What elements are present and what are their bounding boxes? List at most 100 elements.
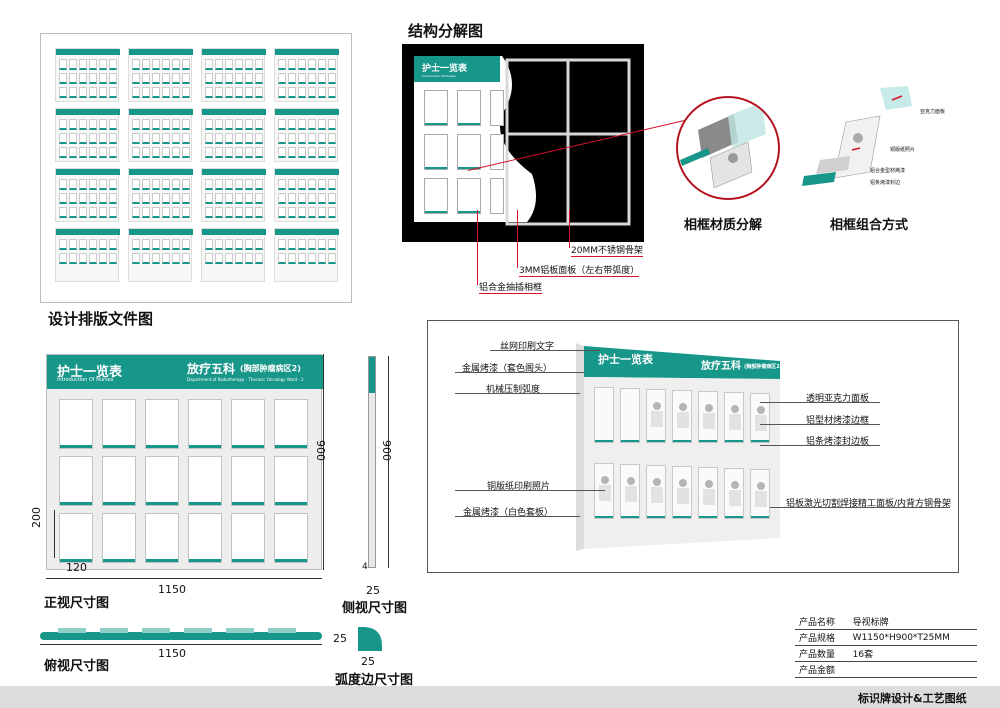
layout-thumb-frame — [328, 133, 336, 144]
layout-thumb-frame — [69, 207, 77, 218]
layout-thumb-frame — [172, 59, 180, 70]
layout-thumb-frame — [308, 119, 316, 130]
layout-thumb-frame — [215, 73, 223, 84]
layout-thumb-frame — [99, 253, 107, 264]
front-frame-stripe — [232, 502, 264, 505]
layout-thumb-frame — [152, 59, 160, 70]
structure-board-subtitle: Introduction Of Nurses — [422, 74, 456, 78]
layout-thumb-frame — [318, 147, 326, 158]
layout-thumb-frame — [79, 193, 87, 204]
layout-thumb-frame — [245, 119, 253, 130]
layout-thumb-frame — [245, 59, 253, 70]
dim-width-line — [46, 578, 322, 579]
layout-thumb-frame — [79, 253, 87, 264]
layout-thumb-frame — [152, 207, 160, 218]
front-frame-stripe — [275, 445, 307, 448]
steel-grid — [505, 58, 631, 226]
layout-thumb-frame — [225, 87, 233, 98]
layout-thumb-frame — [298, 119, 306, 130]
render-photo-body — [729, 414, 741, 430]
layout-thumb-frame — [215, 59, 223, 70]
render-photo-figure — [679, 403, 687, 411]
front-header-band — [47, 355, 323, 389]
layout-thumb-frame — [69, 87, 77, 98]
layout-thumb-frame — [215, 133, 223, 144]
callout-strip-seal: 铝条烤漆封边板 — [806, 437, 870, 447]
render-photo-figure — [731, 481, 739, 489]
layout-thumb — [55, 48, 120, 102]
layout-thumb-frame — [182, 179, 190, 190]
layout-thumb-frame — [235, 73, 243, 84]
layout-thumb-frame — [235, 133, 243, 144]
layout-thumb-frame — [132, 147, 140, 158]
layout-thumb-frame — [215, 87, 223, 98]
layout-thumb-header — [202, 169, 266, 175]
structure-frame — [457, 90, 481, 126]
render-frame — [594, 463, 614, 519]
layout-thumb-frame — [162, 133, 170, 144]
render-frame-stripe — [647, 440, 665, 442]
arc-dim-a: 25 — [333, 632, 347, 645]
layout-thumb-frame — [205, 59, 213, 70]
layout-thumb-frame — [235, 59, 243, 70]
layout-thumb-frame — [298, 239, 306, 250]
layout-thumb-frame — [235, 119, 243, 130]
layout-thumb-frame — [278, 73, 286, 84]
pointer-panel-v — [517, 210, 518, 268]
layout-thumb-frame — [152, 87, 160, 98]
structure-frame-stripe — [458, 211, 480, 213]
layout-thumb-frame — [69, 253, 77, 264]
layout-thumb-frame — [59, 59, 67, 70]
front-frame — [102, 456, 136, 506]
layout-thumb-frame — [235, 239, 243, 250]
layout-thumb-frame — [328, 179, 336, 190]
layout-thumb-frame — [288, 207, 296, 218]
layout-thumb-frame — [318, 239, 326, 250]
render-frame — [672, 466, 692, 519]
layout-thumb-frame — [142, 207, 150, 218]
frame-material-title: 相框材质分解 — [684, 218, 763, 233]
layout-thumb-frame — [308, 59, 316, 70]
render-frame-stripe — [621, 516, 639, 518]
layout-thumb-frame — [318, 73, 326, 84]
top-dim-width: 1150 — [158, 647, 186, 660]
layout-thumb-frame — [215, 147, 223, 158]
layout-thumb-frame — [182, 133, 190, 144]
render-frame — [620, 388, 640, 443]
layout-thumb-frame — [162, 87, 170, 98]
front-frame-stripe — [103, 502, 135, 505]
layout-thumb-frame — [69, 147, 77, 158]
layout-thumb-frame — [205, 207, 213, 218]
layout-thumb-frame — [328, 87, 336, 98]
layout-thumb-frame — [89, 239, 97, 250]
front-frame-stripe — [60, 559, 92, 562]
render-frame-stripe — [595, 440, 613, 442]
render-frame-stripe — [673, 516, 691, 518]
layout-thumb — [274, 228, 339, 282]
layout-thumb-frame — [308, 133, 316, 144]
structure-frame — [490, 134, 504, 170]
layout-thumb-frame — [235, 253, 243, 264]
layout-thumb-frame — [79, 207, 87, 218]
front-frame — [145, 399, 179, 449]
layout-thumb-frame — [59, 179, 67, 190]
layout-thumb-frame — [59, 133, 67, 144]
layout-thumb-frame — [308, 253, 316, 264]
structure-title: 结构分解图 — [408, 22, 484, 40]
layout-thumb-frame — [172, 179, 180, 190]
layout-thumb-frame — [318, 253, 326, 264]
layout-thumb-frame — [205, 87, 213, 98]
layout-thumb-header — [129, 49, 193, 55]
layout-thumb-frame — [255, 133, 263, 144]
layout-thumb-header — [129, 229, 193, 235]
render-header — [584, 346, 780, 379]
layout-thumb-frame — [182, 73, 190, 84]
layout-thumb-frame — [142, 73, 150, 84]
layout-thumb-frame — [288, 73, 296, 84]
layout-thumb-frame — [152, 73, 160, 84]
render-photo-figure — [705, 404, 713, 412]
layout-thumb-frame — [255, 59, 263, 70]
layout-thumb-frame — [278, 59, 286, 70]
